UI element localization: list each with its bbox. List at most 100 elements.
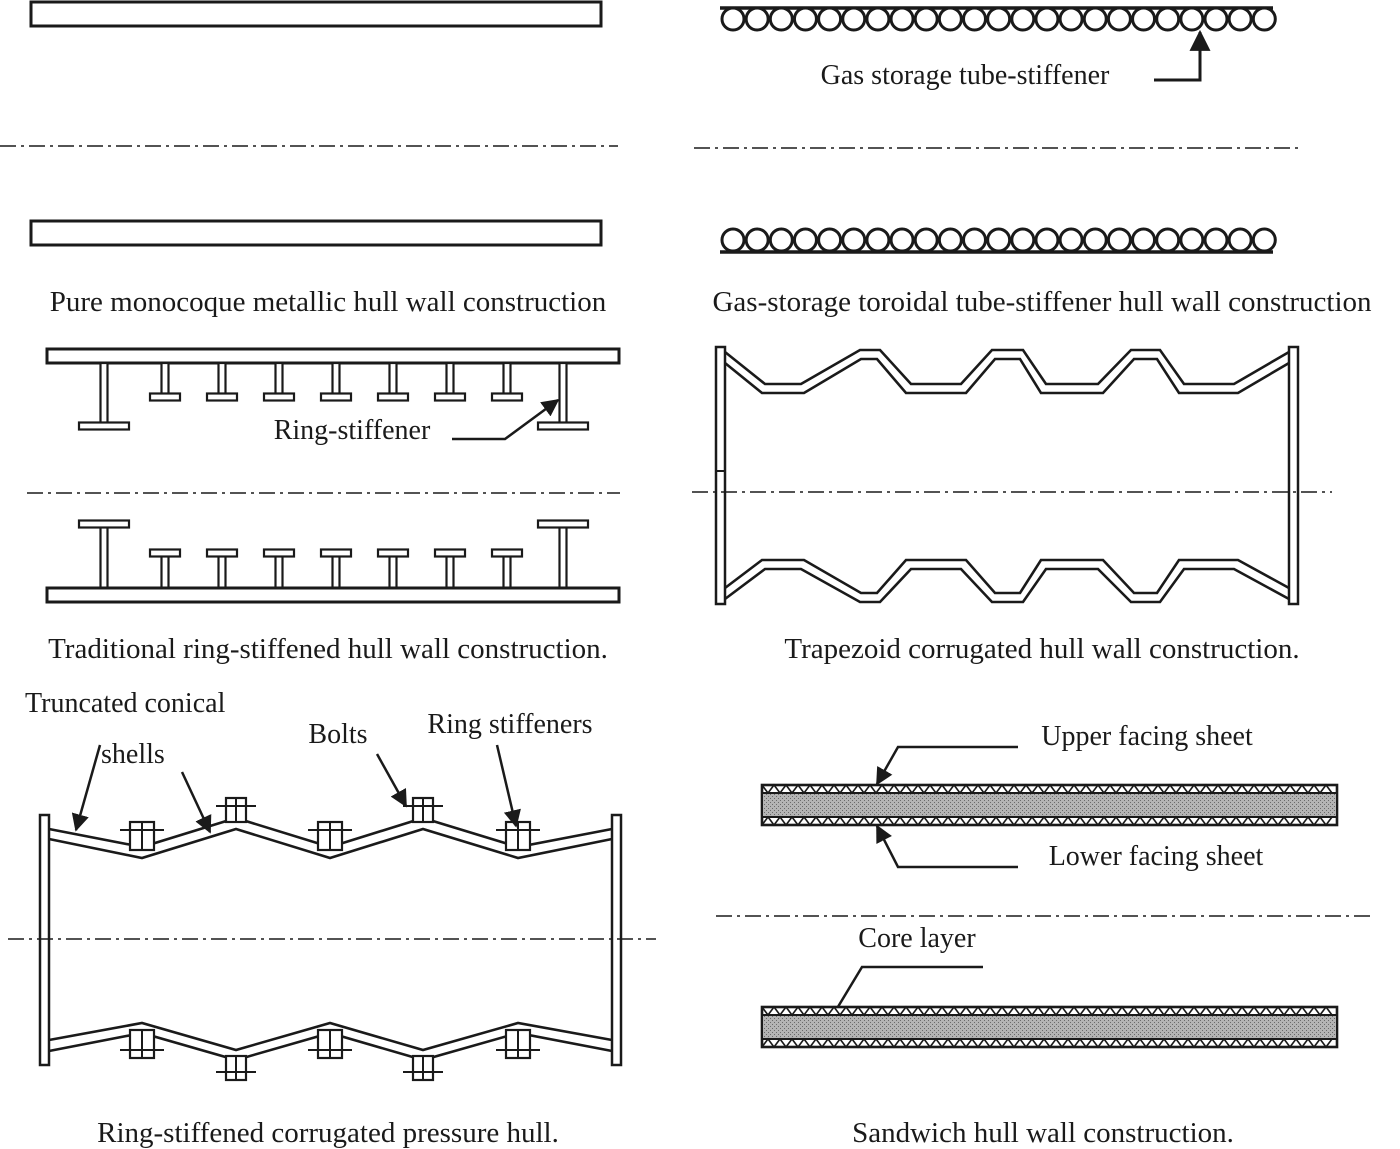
ring-stiffener [205,361,239,402]
tube-stiffener [768,227,794,253]
ring-flange [120,1028,164,1060]
upper-shell-plate [45,347,621,365]
lower-corrugated-wall [724,567,1290,604]
toroidal-caption: Gas-storage toroidal tube-stiffener hull… [712,286,1372,318]
ring-stiffener [433,361,467,402]
stiffener-flange [376,392,410,402]
tube-stiffener [720,6,746,32]
upper-facing-sheet [761,1005,1333,1017]
upper-sandwich-wall [760,783,1339,827]
bolts-label: Bolts [308,719,367,750]
corrugated-pressure-caption: Ring-stiffened corrugated pressure hull. [97,1117,559,1149]
stiffener-web [99,361,109,428]
stiffener-web [331,551,341,590]
ring-stiffener [376,361,410,402]
lower-hull-wall [29,219,603,247]
stiffener-web [274,361,284,399]
ring-stiffener [77,361,131,431]
ring-flange [403,796,443,824]
stiffener-web [558,361,568,428]
stiffener-flange [148,392,182,402]
lower-facing-leader [875,824,1018,869]
lower-facing-sheet [761,815,1333,827]
tube-stiffener [1203,227,1229,253]
ring-stiffeners-leader [495,744,521,828]
sandwich-panel: Upper facing sheet Lower facing sheet Co… [716,721,1372,1149]
tube-stiffener [817,227,843,253]
shells-leader-left [71,744,102,832]
stiffener-web [274,551,284,590]
stiffener-web [217,551,227,590]
tube-stiffener [1155,6,1181,32]
tube-stiffener [1131,6,1157,32]
lower-tube-row [720,227,1277,253]
ring-stiffener [148,361,182,402]
ring-stiffener [205,548,239,590]
tube-stiffener [1251,6,1277,32]
stiffener-flange [433,548,467,558]
left-end-plate [714,345,727,606]
tube-stiffener [937,6,963,32]
tube-stiffener [1251,227,1277,253]
stiffener-web [445,361,455,399]
ring-stiffener [319,548,353,590]
ring-stiffener [490,548,524,590]
tube-stiffener [962,227,987,253]
right-end-plate [1287,345,1300,606]
stiffener-flange [148,548,182,558]
tube-stiffener [913,6,939,32]
stiffener-flange [77,421,131,431]
tube-stiffener [1010,6,1036,32]
upper-facing-sheet-label: Upper facing sheet [1041,721,1253,752]
shells-label: shells [101,739,165,770]
stiffener-flange [262,392,296,402]
tube-stiffener [792,227,818,253]
lower-shell-plate [45,586,621,604]
tube-stiffener [1179,227,1205,253]
stiffener-web [160,551,170,590]
tube-stiffener [841,227,867,253]
ring-stiffener-leader [452,398,560,441]
tube-stiffener-label: Gas storage tube-stiffener [821,60,1110,91]
tube-stiffener [1155,227,1181,253]
tube-stiffener [1106,6,1132,32]
ring-flange [308,1028,352,1060]
tube-stiffener [889,227,915,253]
tube-stiffener [1203,6,1229,32]
stiffener-web [502,361,512,399]
ring-flange [496,1028,540,1060]
upper-ring-stiffeners [77,361,590,431]
ring-stiffener [433,548,467,590]
tube-stiffener [1227,6,1253,32]
trapezoid-caption: Trapezoid corrugated hull wall construct… [784,633,1299,665]
tube-stiffener [962,6,987,32]
stiffener-flange [319,548,353,558]
tube-stiffener [986,227,1012,253]
lower-corrugated-wall-inner [724,558,1290,595]
tube-stiffener [986,6,1012,32]
monocoque-caption: Pure monocoque metallic hull wall constr… [50,286,607,318]
ring-stiffener [262,361,296,402]
stiffener-web [331,361,341,399]
lower-conical-shell-inner [48,1021,613,1052]
stiffener-flange [490,548,524,558]
stiffener-web [445,551,455,590]
upper-facing-sheet [761,783,1333,795]
tube-leader [1154,29,1211,82]
stiffener-web [217,361,227,399]
lower-ring-stiffeners [77,519,590,590]
left-end-plate [38,813,51,1067]
stiffener-web [388,361,398,399]
tube-stiffener [1034,6,1060,32]
tube-stiffener [841,6,867,32]
lower-facing-sheet [761,1037,1333,1049]
core-layer [761,792,1338,818]
core-layer [761,1014,1338,1040]
upper-facing-leader [875,745,1018,786]
tube-stiffener [744,227,770,253]
corrugated-pressure-hull-panel: Truncated conical shells Bolts Ring stif… [8,688,656,1149]
lower-facing-sheet-label: Lower facing sheet [1049,841,1264,872]
tube-stiffener [1034,227,1060,253]
ring-flange [216,796,256,824]
